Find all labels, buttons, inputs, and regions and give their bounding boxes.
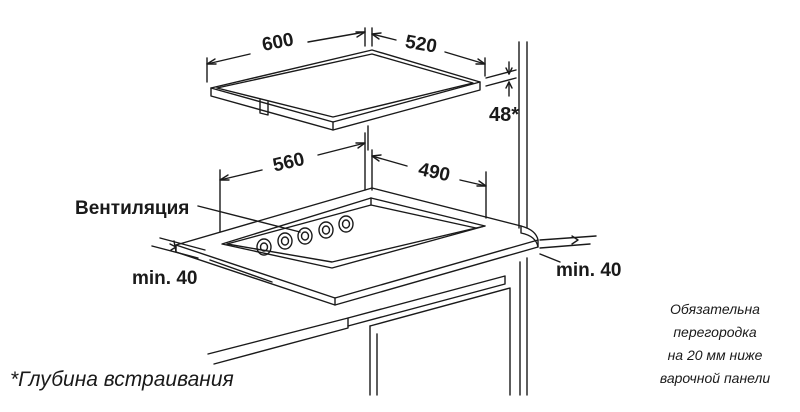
partition-note-line-2: перегородка [673, 324, 757, 340]
partition-note-line-3: на 20 мм ниже [667, 347, 763, 363]
hob-width-label: 600 [260, 29, 295, 56]
ventilation-leader [197, 205, 301, 233]
clearance-left-dimension [151, 237, 273, 283]
depth-footnote: *Глубина встраивания [10, 368, 234, 391]
hob-height-dimension [485, 61, 517, 97]
hob-height-label: 48* [489, 104, 519, 126]
hob-depth-label: 520 [404, 31, 439, 57]
cutout-opening [221, 197, 486, 269]
partition-note-line-4: варочной панели [659, 370, 771, 386]
ventilation-label: Вентиляция [75, 198, 189, 219]
cutout-width-dimension [219, 132, 366, 233]
cutout-depth-label: 490 [416, 159, 451, 186]
wall [518, 41, 528, 229]
partition-note: Обязательна перегородка на 20 мм ниже ва… [640, 298, 790, 390]
clearance-left-label: min. 40 [132, 268, 197, 289]
hob-width-dimension [206, 27, 366, 83]
cutout-width-label: 560 [271, 149, 307, 177]
ventilation-holes [256, 215, 354, 256]
cabinet [207, 257, 528, 396]
clearance-right-label: min. 40 [556, 260, 621, 281]
cutout-depth-dimension [371, 149, 487, 219]
hob-depth-dimension [371, 27, 486, 77]
clearance-right-dimension [539, 235, 597, 263]
partition-note-line-1: Обязательна [670, 301, 760, 317]
hob [210, 49, 481, 131]
